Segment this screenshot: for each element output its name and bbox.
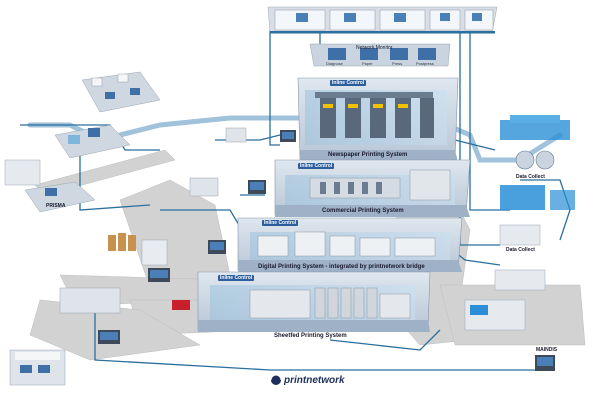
paper-warehouse (59, 233, 170, 344)
inline-control-sheetfed: Inline Control (218, 275, 255, 281)
postpress-area (464, 115, 575, 371)
newspaper-press (280, 90, 447, 145)
inline-control-commercial: Inline Control (298, 163, 335, 169)
digital-system-label: Digital Printing System - integrated by … (258, 264, 425, 270)
printnetwork-logo-mark (270, 374, 282, 385)
monitor-tab-diagnose: Diagnose (326, 61, 343, 66)
remote-office (9, 349, 66, 386)
monitor-tab-paper: Paper (362, 61, 373, 66)
commercial-system-label: Commercial Printing System (322, 208, 404, 214)
sheetfed-press (172, 285, 415, 320)
newspaper-system-label: Newspaper Printing System (328, 152, 408, 158)
data-collect-label-2: Data Collect (506, 247, 535, 253)
maindis-label: MAINDIS (536, 347, 558, 353)
top-workstations (267, 6, 498, 34)
prisma-label: PRISMA (46, 203, 66, 209)
inline-control-digital: Inline Control (262, 220, 299, 226)
network-monitor-label: Network Monitor (356, 45, 393, 51)
left-offices (4, 71, 247, 213)
sheetfed-system-label: Sheetfed Printing System (274, 333, 347, 339)
printnetwork-logo: printnetwork (284, 375, 345, 386)
monitor-tab-postpress: Postpress (416, 61, 434, 66)
digital-press (208, 231, 450, 260)
inline-control-newspaper: Inline Control (330, 80, 367, 86)
network-monitor-station (309, 43, 451, 67)
monitor-tab-press: Press (392, 61, 403, 66)
commercial-press (248, 169, 455, 205)
data-collect-label-1: Data Collect (516, 174, 545, 180)
